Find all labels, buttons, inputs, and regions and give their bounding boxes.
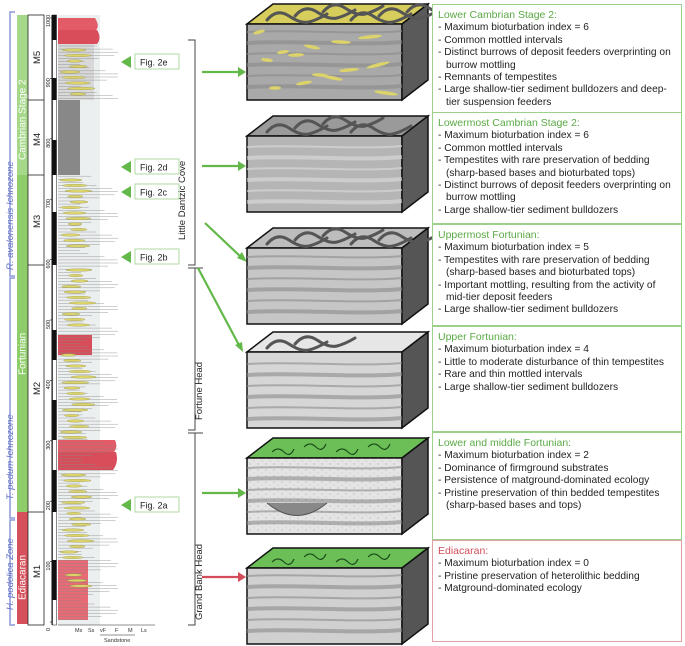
- box-title: Uppermost Fortunian:: [438, 229, 540, 241]
- depth-tick-label: 900: [46, 78, 52, 87]
- list-item: Remnants of tempestites: [438, 72, 676, 84]
- figure-reference-label: Fig. 2a: [140, 501, 168, 511]
- ichnozone-label-r-avalonensis: R. avalonensis Ichnozone: [5, 161, 16, 270]
- stage-label-fortunian: Fortunian: [18, 333, 29, 375]
- member-m2: M2: [32, 382, 43, 395]
- depth-tick-label: 1000: [46, 15, 52, 27]
- list-item: Large shallow-tier sediment bulldozers a…: [438, 84, 676, 109]
- list-item: Large shallow-tier sediment bulldozers: [438, 382, 676, 394]
- list-item: Dominance of firmground substrates: [438, 463, 676, 475]
- list-item: Maximum bioturbation index = 0: [438, 558, 676, 570]
- stage-cambrian-2-band: [17, 15, 28, 175]
- block-lower-middle-fortunian: [244, 436, 431, 536]
- block-uppermost-fortunian: [244, 226, 441, 326]
- block-lowermost-cambrian-stage-2: [244, 114, 431, 214]
- list-item: Maximum bioturbation index = 4: [438, 344, 676, 356]
- list-item: Distinct burrows of deposit feeders over…: [438, 180, 676, 205]
- box-uppermost-fortunian: Uppermost Fortunian: Maximum bioturbatio…: [432, 224, 682, 326]
- figure-reference-label: Fig. 2b: [140, 253, 168, 263]
- ichnozone-label-t-pedum: T. pedum Ichnozone: [5, 414, 16, 500]
- box-lower-cambrian-stage-2: Lower Cambrian Stage 2: Maximum bioturba…: [432, 4, 682, 114]
- stage-ediacaran-band: [17, 512, 28, 624]
- list-item: Maximum bioturbation index = 6: [438, 22, 676, 34]
- location-fortune-head: Fortune Head: [194, 362, 205, 420]
- box-ediacaran: Ediacaran: Maximum bioturbation index = …: [432, 540, 682, 642]
- depth-tick-label: 400: [46, 380, 52, 389]
- box-title: Upper Fortunian:: [438, 331, 517, 343]
- depth-tick-label: 100: [46, 561, 52, 570]
- list-item: Pristine preservation of thin bedded tem…: [438, 488, 676, 513]
- list-item: Distinct burrows of deposit feeders over…: [438, 47, 676, 72]
- list-item: Large shallow-tier sediment bulldozers: [438, 205, 676, 217]
- list-item: Maximum bioturbation index = 5: [438, 242, 676, 254]
- grain-label-ms: Ms: [75, 628, 83, 634]
- list-item: Maximum bioturbation index = 6: [438, 130, 676, 142]
- depth-tick-label: 700: [46, 199, 52, 208]
- depth-tick-label: 600: [46, 259, 52, 268]
- block-upper-fortunian: [244, 330, 431, 430]
- figure-reference-label: Fig. 2e: [140, 58, 168, 68]
- list-item: Matground-dominated ecology: [438, 583, 676, 595]
- list-item: Little to moderate disturbance of thin t…: [438, 357, 676, 369]
- depth-tick-label: 500: [46, 320, 52, 329]
- box-title: Lower and middle Fortunian:: [438, 437, 572, 449]
- block-lower-cambrian-stage-2: [244, 2, 469, 102]
- list-item: Tempestites with rare preservation of be…: [438, 255, 676, 280]
- block-ediacaran: [244, 546, 431, 646]
- grain-label-ss: Ss: [88, 628, 95, 634]
- list-item: Pristine preservation of heterolithic be…: [438, 571, 676, 583]
- box-title: Lowermost Cambrian Stage 2:: [438, 117, 580, 129]
- member-m4: M4: [32, 133, 43, 146]
- box-lower-middle-fortunian: Lower and middle Fortunian: Maximum biot…: [432, 432, 682, 540]
- figure-references: Fig. 2e Fig. 2d Fig. 2c Fig. 2b Fig. 2a: [121, 53, 180, 513]
- location-grand-bank-head: Grand Bank Head: [194, 544, 205, 620]
- list-item: Maximum bioturbation index = 2: [438, 450, 676, 462]
- list-item: Common mottled intervals: [438, 35, 676, 47]
- member-m5: M5: [32, 51, 43, 64]
- stage-fortunian-band: [17, 175, 28, 512]
- grain-axis-title: Sandstone: [104, 638, 130, 644]
- location-brackets: [188, 39, 203, 626]
- grain-size-axis: Ms Ss vF F M Ls Sandstone: [58, 624, 155, 644]
- box-title: Lower Cambrian Stage 2:: [438, 9, 558, 21]
- grain-label-m: M: [128, 628, 133, 634]
- list-item: Important mottling, resulting from the a…: [438, 280, 676, 305]
- member-m3: M3: [32, 215, 43, 228]
- member-m1: M1: [32, 565, 43, 578]
- depth-tick-label: 200: [46, 501, 52, 510]
- depth-scale: 0 100 200 300 400 500 600 700 800 900 1000: [46, 14, 57, 631]
- list-item: Large shallow-tier sediment bulldozers: [438, 304, 676, 316]
- connector-arrows: [197, 67, 247, 582]
- depth-tick-label: 300: [46, 441, 52, 450]
- box-upper-fortunian: Upper Fortunian: Maximum bioturbation in…: [432, 326, 682, 432]
- list-item: Common mottled intervals: [438, 143, 676, 155]
- member-column: [27, 14, 45, 626]
- depth-tick-label: 0: [46, 628, 52, 631]
- list-item: Rare and thin mottled intervals: [438, 369, 676, 381]
- list-item: Tempestites with rare preservation of be…: [438, 155, 676, 180]
- figure-reference-label: Fig. 2c: [140, 188, 168, 198]
- grain-label-f: F: [115, 628, 119, 634]
- ichnozone-column: [9, 11, 15, 626]
- figure-reference-label: Fig. 2d: [140, 163, 168, 173]
- grain-label-ls: Ls: [141, 628, 147, 634]
- ichnozone-label-h-podolica: H. podolica Zone: [5, 538, 16, 610]
- stage-label-cambrian-stage-2: Cambrian Stage 2: [18, 79, 29, 160]
- list-item: Persistence of matground-dominated ecolo…: [438, 475, 676, 487]
- depth-tick-label: 800: [46, 139, 52, 148]
- stage-label-ediacaran: Ediacaran: [18, 555, 29, 600]
- box-title: Ediacaran:: [438, 545, 489, 557]
- location-little-dantzic-cove: Little Dantzic Cove: [177, 161, 188, 240]
- grain-label-vf: vF: [100, 628, 107, 634]
- box-lowermost-cambrian-stage-2: Lowermost Cambrian Stage 2: Maximum biot…: [432, 112, 682, 224]
- lithology-log: [58, 15, 118, 625]
